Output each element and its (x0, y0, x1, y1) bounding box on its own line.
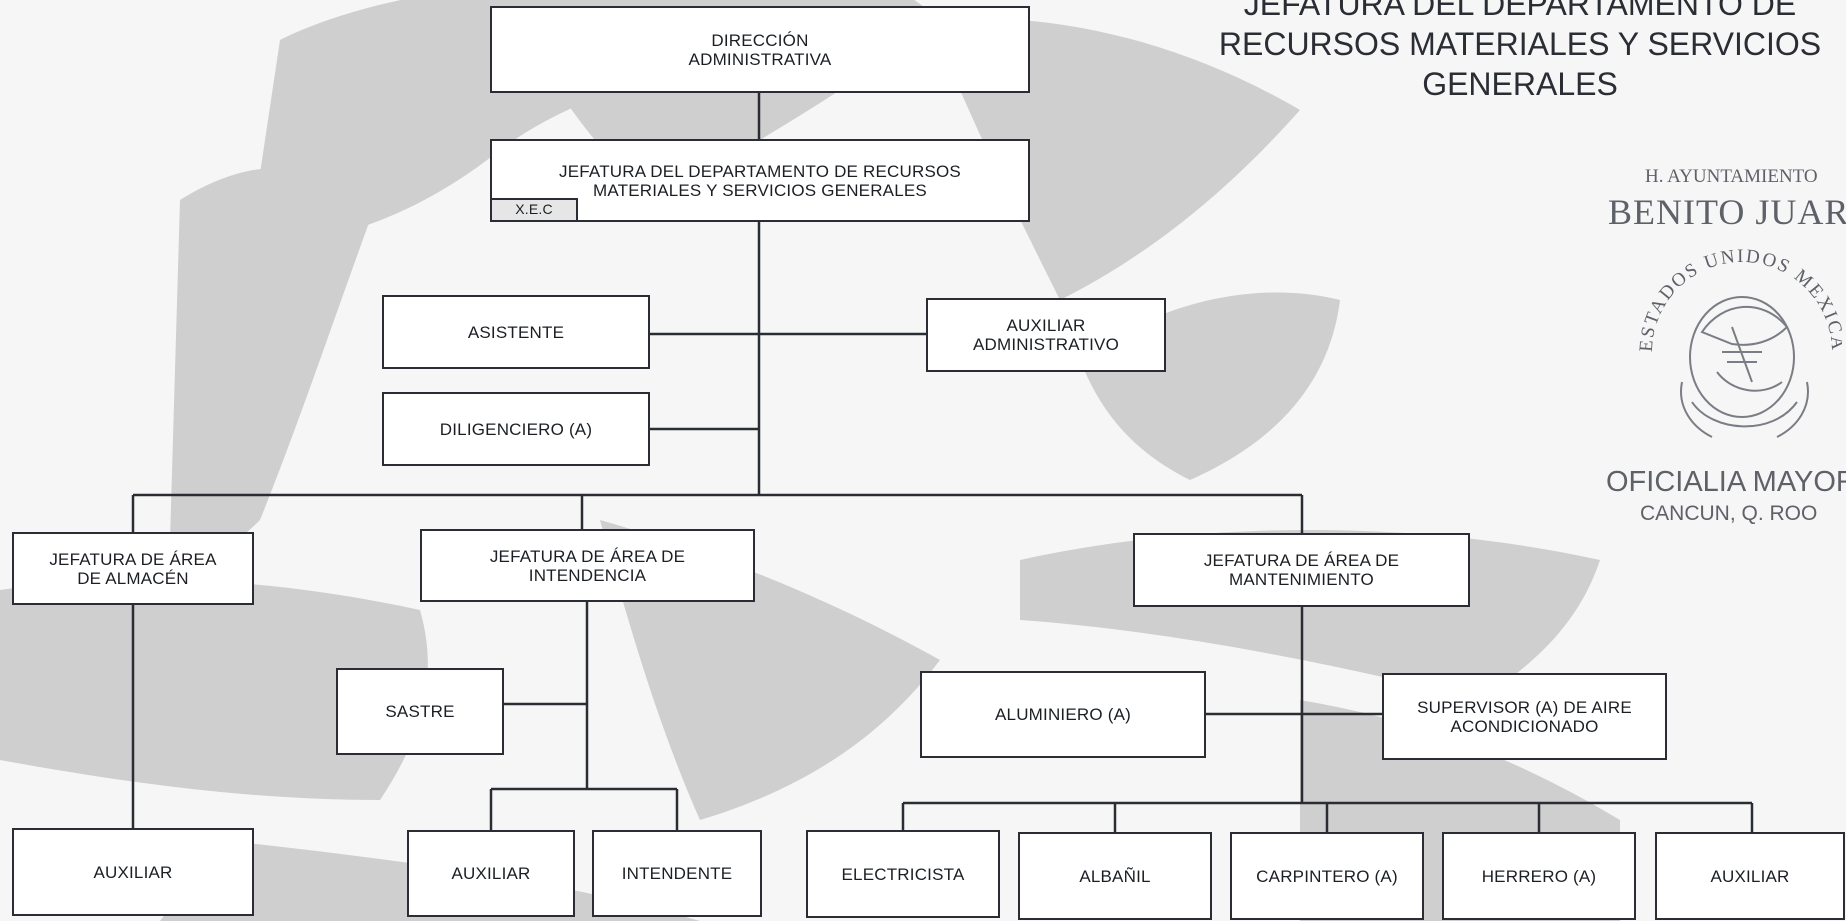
page-title: JEFATURA DEL DEPARTAMENTO DE RECURSOS MA… (1218, 0, 1822, 102)
node-label: AUXILIAR (451, 864, 531, 883)
node-jefatura-intendencia: JEFATURA DE ÁREA DE INTENDENCIA (420, 529, 755, 602)
mexican-coat-of-arms-stamp-icon: ESTADOS UNIDOS MEXICANOS (1622, 232, 1842, 438)
node-label: ALUMINIERO (A) (995, 705, 1131, 724)
node-auxiliar-almacen: AUXILIAR (12, 828, 254, 916)
node-electricista: ELECTRICISTA (806, 830, 1000, 918)
node-asistente: ASISTENTE (382, 295, 650, 369)
node-jefatura-departamento: JEFATURA DEL DEPARTAMENTO DE RECURSOS MA… (490, 139, 1030, 222)
node-auxiliar-intendencia: AUXILIAR (407, 830, 575, 917)
node-direccion-administrativa: DIRECCIÓN ADMINISTRATIVA (490, 6, 1030, 93)
node-tag-initials: X.E.C (492, 198, 578, 220)
node-label: AUXILIAR ADMINISTRATIVO (972, 316, 1120, 354)
node-carpintero: CARPINTERO (A) (1230, 832, 1424, 920)
seal-line-ciudad: CANCUN, Q. ROO (1640, 502, 1818, 525)
node-label: ELECTRICISTA (841, 864, 965, 884)
node-auxiliar-mantenimiento: AUXILIAR (1655, 832, 1845, 920)
seal-line-ayuntamiento: H. AYUNTAMIENTO (1645, 166, 1818, 187)
node-label: JEFATURA DE ÁREA DE INTENDENCIA (489, 546, 686, 585)
node-label: SUPERVISOR (A) DE AIRE ACONDICIONADO (1417, 697, 1632, 736)
node-jefatura-mantenimiento: JEFATURA DE ÁREA DE MANTENIMIENTO (1133, 533, 1470, 607)
node-auxiliar-administrativo: AUXILIAR ADMINISTRATIVO (926, 298, 1166, 372)
node-label: AUXILIAR (1710, 866, 1790, 886)
node-herrero: HERRERO (A) (1442, 832, 1636, 920)
node-albanil: ALBAÑIL (1018, 832, 1212, 920)
node-diligenciero: DILIGENCIERO (A) (382, 392, 650, 466)
node-label: JEFATURA DE ÁREA DE MANTENIMIENTO (1203, 551, 1400, 589)
node-label: ASISTENTE (467, 322, 565, 342)
node-label: ALBAÑIL (1079, 866, 1151, 886)
seal-ring-text: ESTADOS UNIDOS MEXICANOS (1622, 232, 1842, 353)
node-label: DILIGENCIERO (A) (439, 419, 593, 439)
node-supervisor-aire-acondicionado: SUPERVISOR (A) DE AIRE ACONDICIONADO (1382, 673, 1667, 760)
node-sastre: SASTRE (336, 668, 504, 755)
node-label: AUXILIAR (93, 862, 173, 882)
node-label: INTENDENTE (621, 864, 733, 883)
node-intendente: INTENDENTE (592, 830, 762, 917)
node-label: JEFATURA DEL DEPARTAMENTO DE RECURSOS MA… (559, 161, 961, 200)
svg-text:ESTADOS UNIDOS MEXICANOS: ESTADOS UNIDOS MEXICANOS (1622, 232, 1842, 353)
node-jefatura-almacen: JEFATURA DE ÁREA DE ALMACÉN (12, 532, 254, 605)
node-label: SASTRE (385, 702, 455, 721)
node-label: CARPINTERO (A) (1256, 866, 1398, 886)
node-aluminiero: ALUMINIERO (A) (920, 671, 1206, 758)
node-label: DIRECCIÓN ADMINISTRATIVA (688, 30, 832, 69)
node-label: JEFATURA DE ÁREA DE ALMACÉN (49, 549, 217, 588)
seal-line-oficialia: OFICIALIA MAYOR (1606, 466, 1846, 498)
seal-line-municipio: BENITO JUAREZ (1608, 192, 1846, 232)
node-label: HERRERO (A) (1481, 866, 1597, 886)
